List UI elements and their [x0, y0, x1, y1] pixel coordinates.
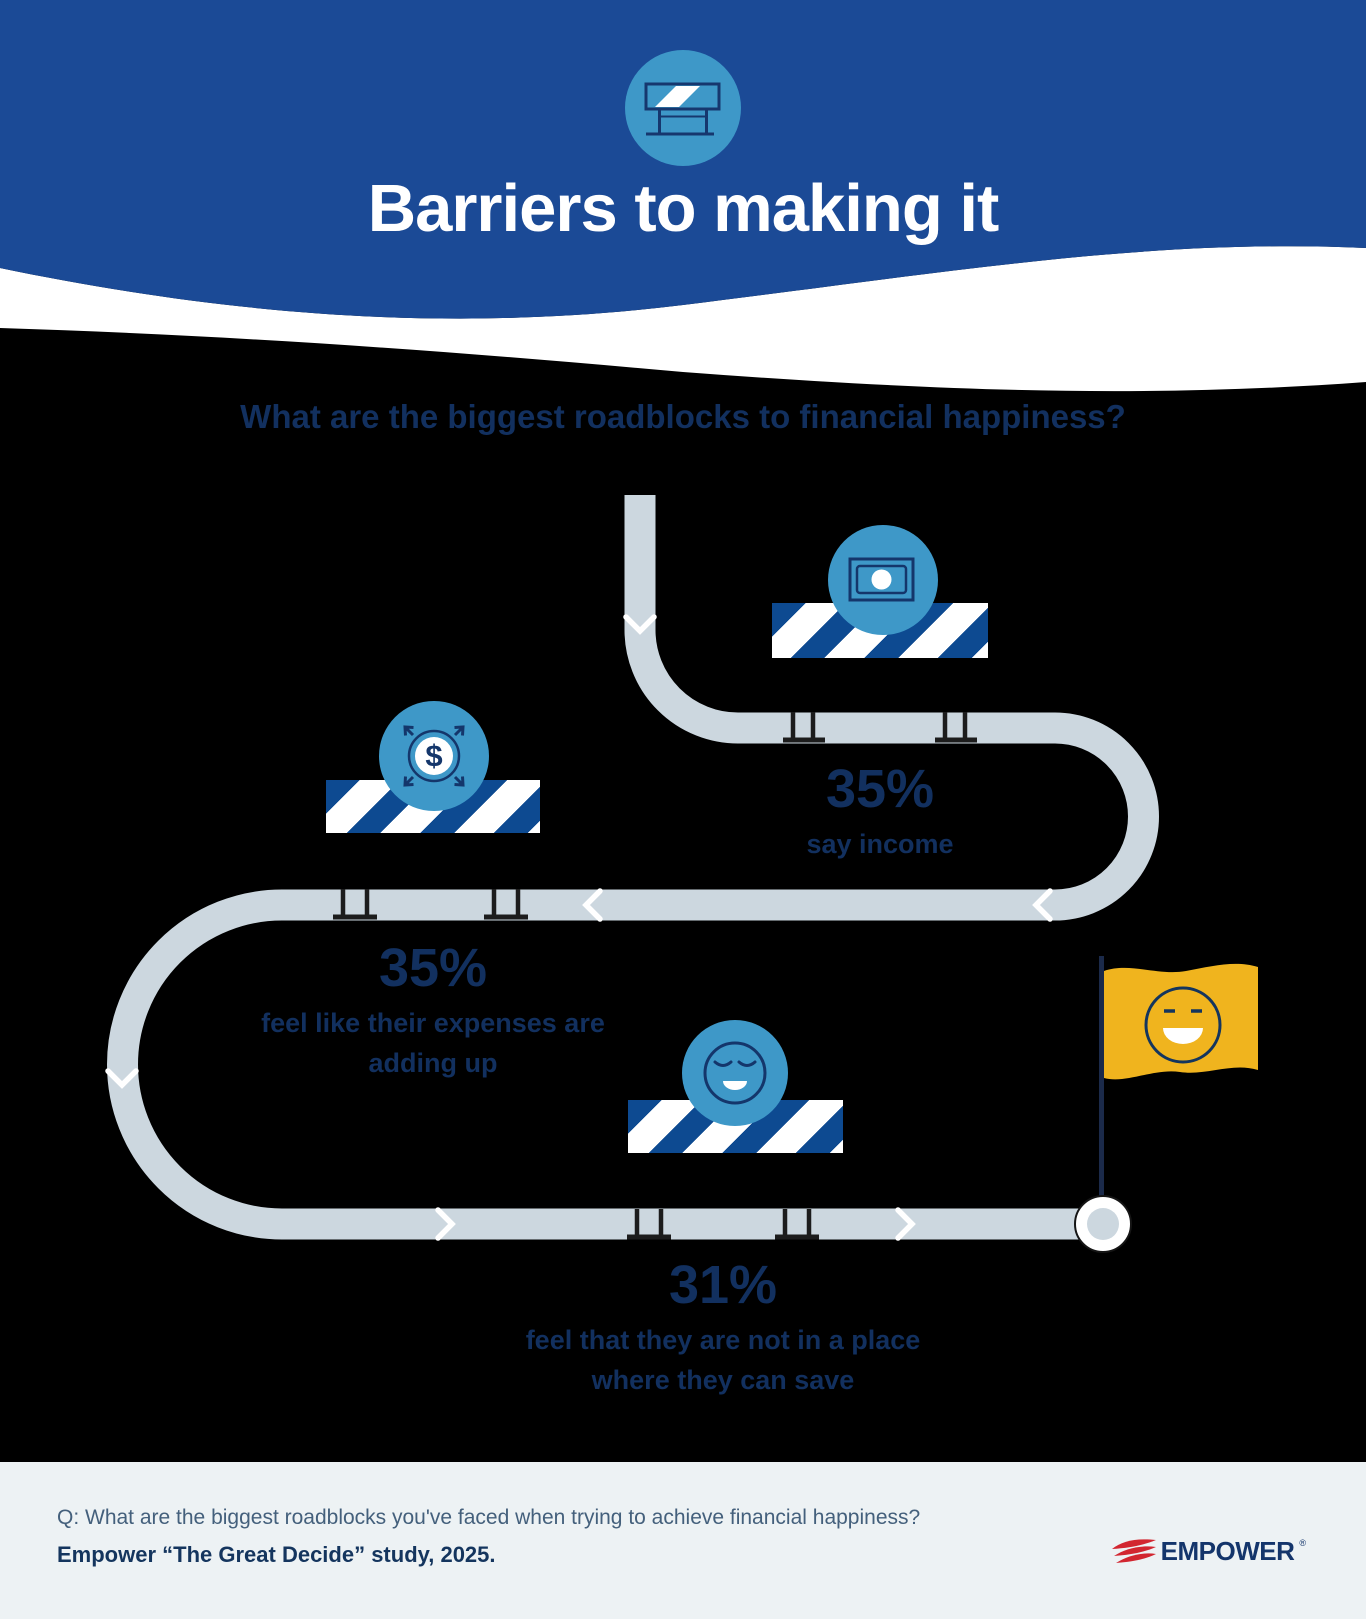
empower-logo: EMPOWER ® [1111, 1536, 1306, 1567]
happy-face-icon [1144, 986, 1222, 1064]
stat-income: 35% say income [680, 760, 1080, 864]
stat-label-line: adding up [368, 1048, 498, 1078]
stat-label: say income [680, 824, 1080, 864]
header-barrier-icon-circle [625, 50, 741, 166]
empower-flag-icon [1111, 1538, 1156, 1563]
finish-circle-center [1087, 1208, 1119, 1240]
happy-face-flag [1104, 963, 1258, 1080]
stat-value: 35% [825, 759, 935, 819]
stat-value: 35% [378, 938, 488, 998]
subtitle-question: What are the biggest roadblocks to finan… [240, 398, 1126, 435]
stat-label-line: say income [806, 829, 954, 859]
stat-saving: 31% feel that they are not in a place wh… [423, 1256, 1023, 1400]
stat-expenses: 35% feel like their expenses are adding … [153, 939, 713, 1083]
white-wave-band [0, 246, 1366, 392]
stat-label-line: feel that they are not in a place [525, 1325, 921, 1355]
stat-label-line: where they can save [591, 1365, 855, 1395]
chevron-left-icon [582, 888, 603, 922]
footer-question: Q: What are the biggest roadblocks you'v… [57, 1506, 921, 1529]
chevron-right-icon [895, 1207, 916, 1241]
registered-mark: ® [1299, 1538, 1306, 1548]
stat-label: feel that they are not in a place where … [423, 1320, 1023, 1400]
chevron-left-icon [1032, 888, 1053, 922]
banknote-icon-circle [828, 525, 938, 635]
road-direction-chevrons [105, 614, 1053, 1241]
dollar-sign-glyph: $ [425, 738, 443, 773]
page-title: Barriers to making it [367, 171, 1000, 246]
footer: Q: What are the biggest roadblocks you'v… [0, 1462, 1366, 1619]
stat-label-line: feel like their expenses are [261, 1008, 605, 1038]
stat-label: feel like their expenses are adding up [153, 1003, 713, 1083]
footer-source: Empower “The Great Decide” study, 2025. [57, 1542, 496, 1567]
stat-value: 31% [668, 1255, 778, 1315]
chevron-down-icon [105, 1068, 139, 1089]
chevron-right-icon [435, 1207, 456, 1241]
empower-logo-text: EMPOWER [1160, 1536, 1295, 1566]
finish-circle [1074, 1195, 1132, 1253]
chevron-down-icon [623, 614, 657, 635]
